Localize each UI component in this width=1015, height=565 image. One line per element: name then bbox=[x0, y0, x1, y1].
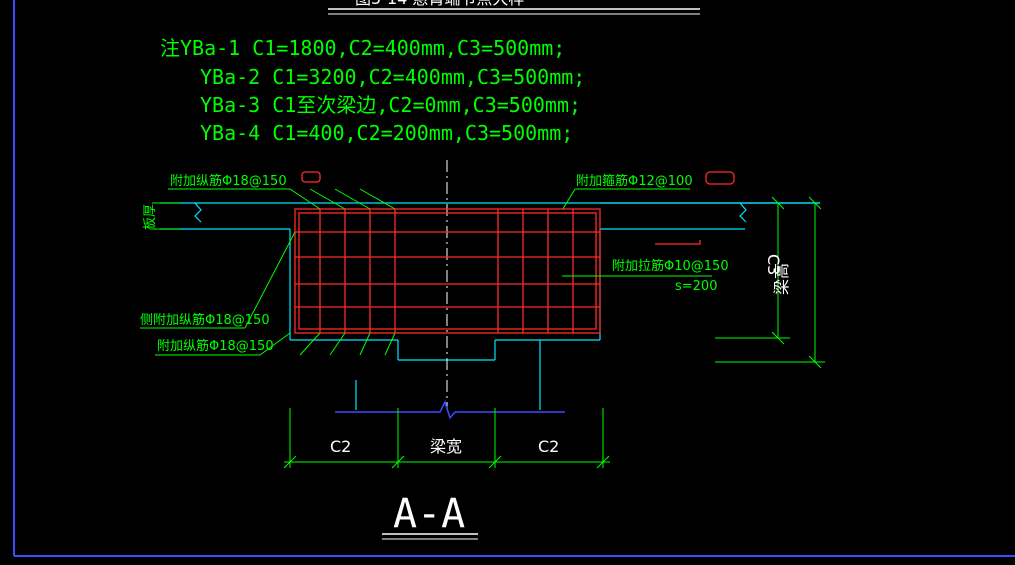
beam-width-label: 梁宽 bbox=[430, 437, 462, 456]
c2-left-label: C2 bbox=[330, 437, 351, 456]
note-line-1: 注YBa-1 C1=1800,C2=400mm,C3=500mm; bbox=[160, 36, 565, 60]
slab-thickness-label: 板厚 bbox=[143, 204, 158, 230]
note-line-3: YBa-3 C1至次梁边,C2=0mm,C3=500mm; bbox=[200, 93, 581, 117]
side-add-long-bar-label: 侧附加纵筋Φ18@150 bbox=[140, 312, 270, 328]
note-line-2: YBa-2 C1=3200,C2=400mm,C3=500mm; bbox=[200, 65, 585, 89]
add-tie-bar-label: 附加拉筋Φ10@150 bbox=[612, 258, 729, 274]
bottom-break-line bbox=[335, 400, 565, 420]
top-title: 图5-14 悬臂端节点大样 bbox=[355, 0, 524, 8]
c3-label: C3 bbox=[764, 254, 783, 275]
rebar-cage bbox=[294, 171, 735, 334]
tie-spacing-label: s=200 bbox=[675, 279, 717, 294]
top-bar-symbol bbox=[301, 171, 321, 183]
stirrup-symbol bbox=[705, 171, 735, 185]
add-long-bar-top-label: 附加纵筋Φ18@150 bbox=[170, 173, 287, 189]
add-long-bar-bottom-label: 附加纵筋Φ18@150 bbox=[157, 338, 274, 354]
add-stirrup-label: 附加箍筋Φ12@100 bbox=[576, 173, 693, 189]
section-title: A-A bbox=[393, 491, 465, 537]
beam-height-label: 梁高 bbox=[772, 263, 791, 295]
tie-symbol bbox=[655, 240, 701, 245]
c2-right-label: C2 bbox=[538, 437, 559, 456]
leader-lines bbox=[140, 188, 825, 469]
note-line-4: YBa-4 C1=400,C2=200mm,C3=500mm; bbox=[200, 121, 573, 145]
